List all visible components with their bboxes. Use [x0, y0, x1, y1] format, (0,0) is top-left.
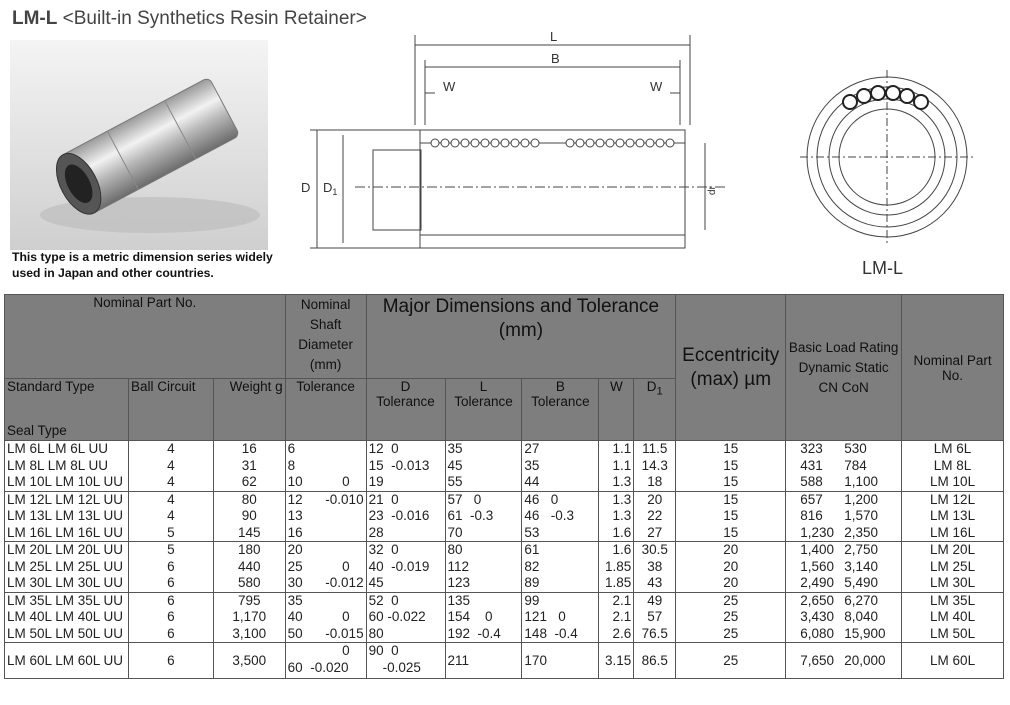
header-nominal-part-right: Nominal Part No. [901, 294, 1004, 441]
cell-weight: 3,500 [212, 642, 286, 679]
dim-D-label: D [301, 180, 310, 195]
header-major-dimensions: Major Dimensions and Tolerance (mm) [365, 294, 677, 379]
cell-eccentricity: 25 [675, 642, 787, 679]
cell-D1: 86.5 [633, 642, 677, 679]
cell-L: 211 [444, 642, 523, 679]
header-shaft-tolerance: Tolerance [284, 378, 367, 441]
header-nominal-part: Nominal Part No. [4, 294, 286, 379]
model-subtitle: <Built-in Synthetics Resin Retainer> [62, 8, 367, 29]
header-W: W [598, 378, 635, 441]
header-D1: D1 [633, 378, 677, 441]
dim-L-label: L [550, 29, 557, 44]
header-seal-type-label: Seal Type [7, 423, 67, 438]
product-photo [10, 40, 268, 250]
header-shaft-diameter: Nominal Shaft Diameter (mm) [284, 294, 367, 379]
specification-table: Nominal Part No. Nominal Shaft Diameter … [4, 294, 1004, 679]
header-standard-type: Standard Type Seal Type [4, 378, 129, 441]
page-title: LM-L <Built-in Synthetics Resin Retainer… [12, 8, 367, 30]
caption-text: This type is a metric dimension series w… [12, 250, 273, 280]
dim-D1-label: D1 [323, 180, 337, 197]
header-eccentricity: Eccentricity (max) µm [675, 294, 787, 441]
end-view-label: LM-L [862, 258, 904, 278]
cell-part: LM 60L [901, 642, 1004, 679]
model-name: LM-L [12, 8, 58, 29]
cell-B: 170 [521, 642, 600, 679]
dim-B-label: B [551, 51, 560, 66]
cell-W: 3.15 [598, 642, 635, 679]
cell-ball-circuit: 6 [127, 642, 214, 679]
cell-D: 90 0-0.025 [365, 642, 446, 679]
header-ball-circuit: Ball Circuit [127, 378, 214, 441]
cell-standard-type: LM 60L LM 60L UU [4, 642, 129, 679]
cross-section-drawing: L B W W D D1 dr [295, 25, 735, 270]
dim-W-left-label: W [443, 79, 456, 94]
header-load-rating: Basic Load Rating Dynamic Static CN CoN [785, 294, 903, 441]
dim-dr-label: dr [707, 185, 718, 195]
header-weight: Weight g [212, 378, 286, 441]
header-standard-type-label: Standard Type [7, 379, 95, 394]
end-view-drawing [800, 70, 975, 250]
dim-W-right-label: W [650, 79, 663, 94]
